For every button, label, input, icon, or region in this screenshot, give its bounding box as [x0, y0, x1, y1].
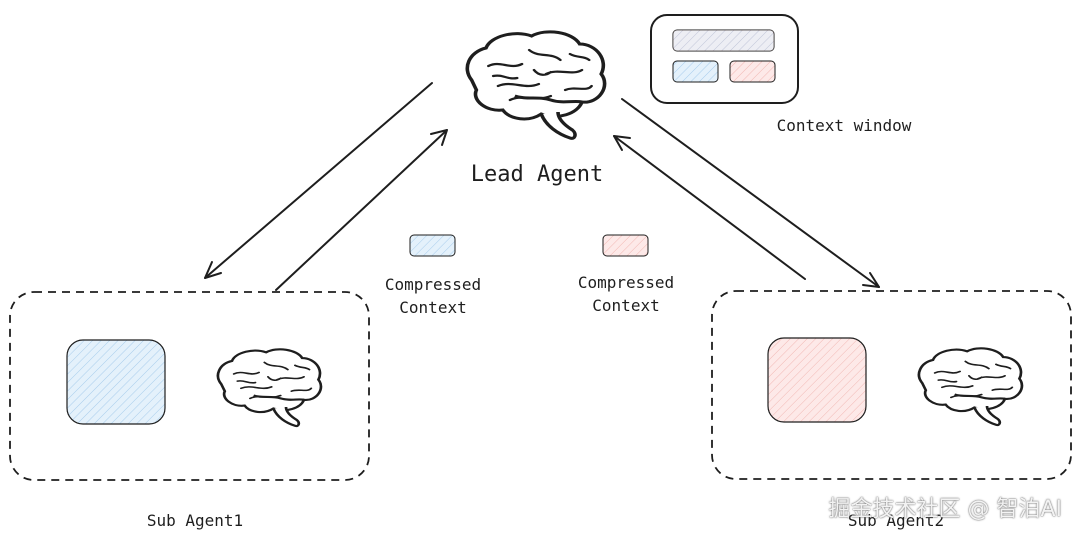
compressed-context-blue-swatch: [409, 234, 456, 257]
lead-agent-label: Lead Agent: [471, 162, 603, 187]
arrow-lead-to-sub2: [621, 98, 880, 288]
context-window-label: Context window: [777, 116, 912, 135]
watermark-text: 掘金技术社区 @ 智泊AI: [828, 497, 1062, 522]
sub-agent1-container: [9, 291, 370, 481]
sub-agent2-container: [711, 290, 1072, 480]
lead-agent-brain-icon: [465, 30, 607, 141]
sub-agent2-context-box: [767, 337, 867, 423]
compressed-context-right-line1: Compressed: [578, 273, 674, 292]
arrow-lead-to-sub1: [204, 82, 433, 279]
compressed-context-left-line2: Context: [399, 298, 466, 317]
sub-agent1-brain-icon: [216, 347, 323, 428]
arrow-sub1-to-lead: [275, 129, 448, 291]
compressed-context-right-line2: Context: [592, 296, 659, 315]
sub-agent2-brain-icon: [917, 346, 1024, 427]
sub-agent2-label: Sub Agent2: [848, 511, 944, 530]
context-window-legend: [650, 14, 799, 104]
compressed-context-pink-swatch: [602, 234, 649, 257]
sub-agent1-label: Sub Agent1: [147, 511, 243, 530]
compressed-context-left-line1: Compressed: [385, 275, 481, 294]
sub-agent1-context-box: [66, 339, 166, 425]
arrow-sub2-to-lead: [613, 135, 806, 280]
